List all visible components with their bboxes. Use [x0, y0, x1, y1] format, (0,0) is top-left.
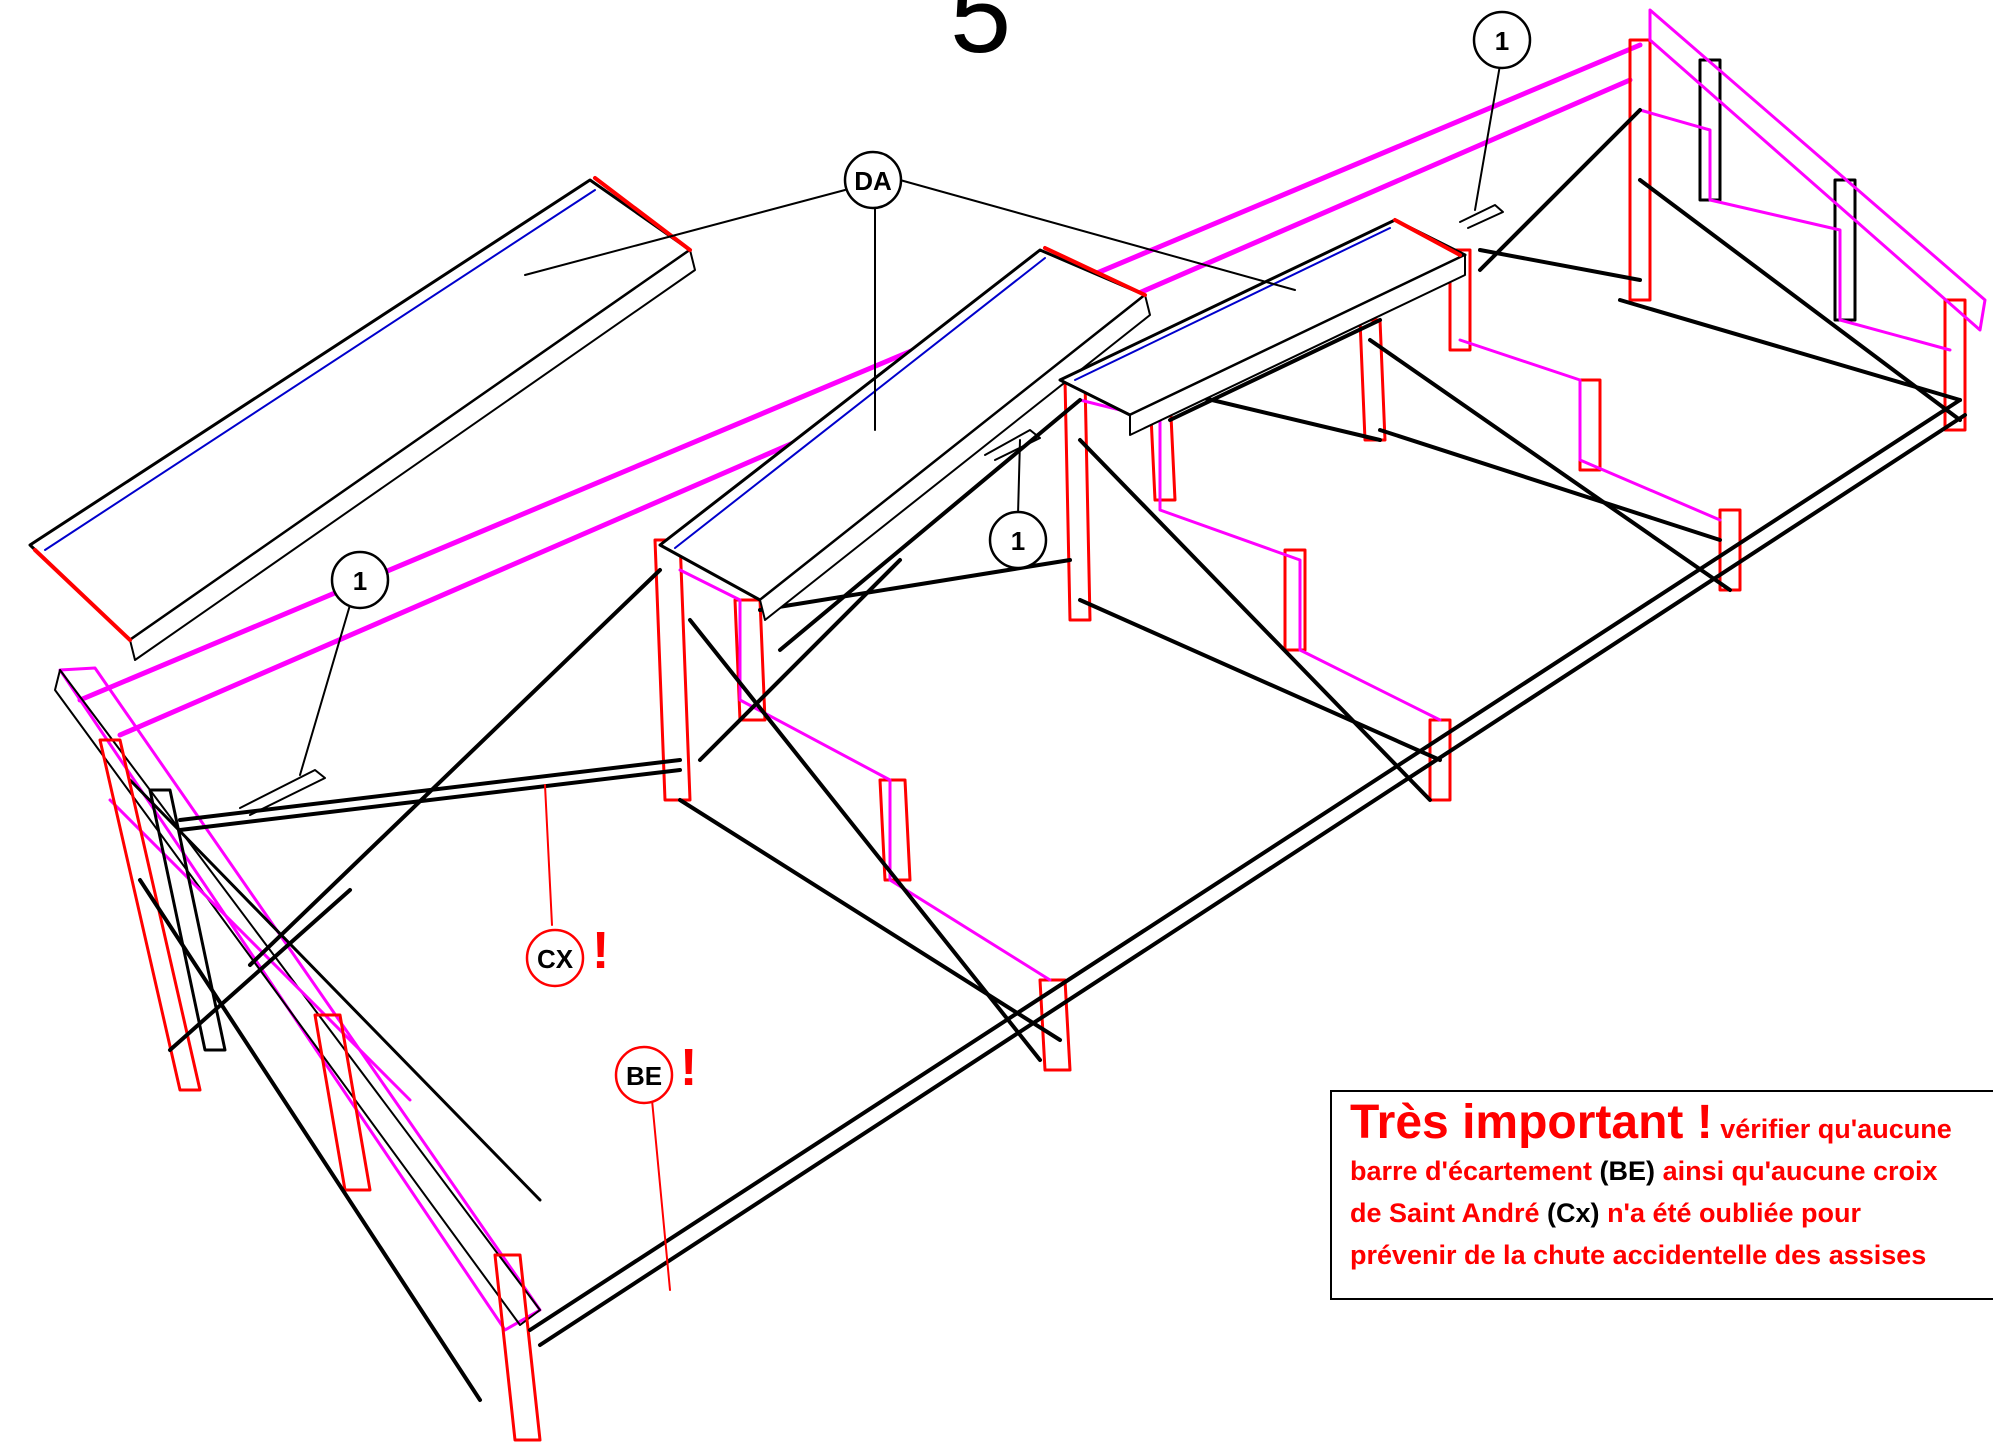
callout-cx: CX ! — [525, 922, 609, 988]
callout-da: DA — [843, 150, 903, 210]
callout-be-label: BE — [626, 1061, 662, 1091]
callout-part1-label: 1 — [1495, 26, 1509, 56]
seat-board-3 — [1058, 218, 1467, 436]
warning-title: Très important ! — [1350, 1096, 1713, 1149]
pin-icon — [984, 429, 1041, 461]
pin-icon — [1459, 204, 1504, 229]
warning-text: prévenir de la chute accidentelle des as… — [1350, 1240, 1927, 1270]
warning-line-2: barre d'écartement (BE) ainsi qu'aucune … — [1350, 1150, 1993, 1192]
warning-text: n'a été oubliée pour — [1607, 1198, 1862, 1228]
callout-part1-left: 1 — [330, 550, 390, 610]
callout-cx-label: CX — [537, 944, 574, 974]
callout-da-label: DA — [854, 166, 892, 196]
seat-board-2 — [658, 246, 1151, 621]
frame-2 — [653, 538, 1072, 1072]
callout-part1-label: 1 — [353, 566, 367, 596]
callout-part1-middle: 1 — [988, 510, 1048, 570]
exclamation-mark: ! — [592, 922, 609, 980]
frame-3 — [1063, 378, 1452, 802]
warning-code-cx: (Cx) — [1547, 1198, 1600, 1228]
exclamation-mark: ! — [680, 1039, 697, 1097]
callout-part1-label: 1 — [1011, 526, 1025, 556]
bottom-spacer-bar — [528, 398, 1967, 1347]
frame-4 — [1358, 248, 1742, 592]
leader-lines — [299, 64, 1501, 776]
leader-lines-red — [544, 784, 671, 1291]
seat-board-1 — [28, 176, 696, 661]
warning-text: ainsi qu'aucune croix — [1662, 1156, 1938, 1186]
warning-line1-tail: vérifier qu'aucune — [1720, 1114, 1952, 1144]
left-side-frame — [54, 666, 542, 1442]
warning-line-3: de Saint André (Cx) n'a été oubliée pour — [1350, 1192, 1993, 1234]
warning-box: Très important ! vérifier qu'aucune barr… — [1330, 1090, 1993, 1300]
right-side-frame — [1618, 8, 1987, 432]
callout-part1-right: 1 — [1472, 10, 1532, 70]
step-number: 5 — [950, 0, 1012, 76]
warning-code-be: (BE) — [1599, 1156, 1656, 1186]
warning-line-1: Très important ! vérifier qu'aucune — [1350, 1099, 1993, 1150]
warning-text: barre d'écartement — [1350, 1156, 1593, 1186]
pin-icon — [239, 769, 326, 816]
warning-line-4: prévenir de la chute accidentelle des as… — [1350, 1234, 1993, 1276]
callout-be: BE ! — [614, 1039, 697, 1105]
warning-text: de Saint André — [1350, 1198, 1540, 1228]
